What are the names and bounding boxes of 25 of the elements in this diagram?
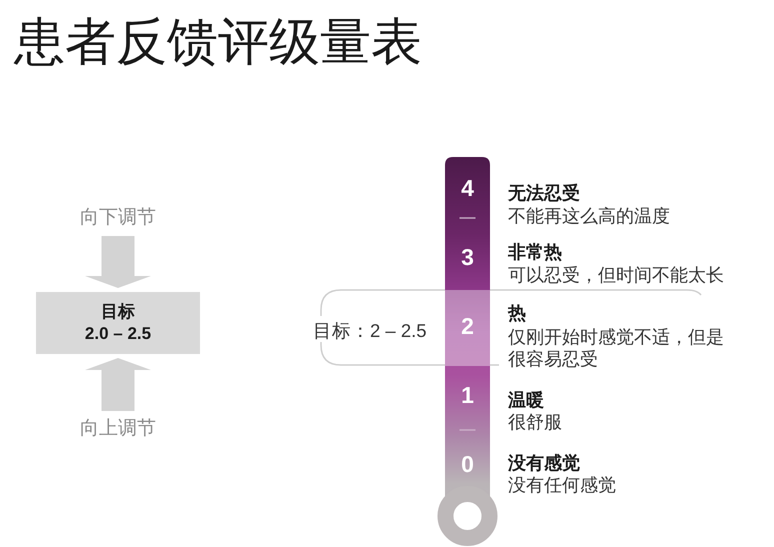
level-description: 可以忍受，但时间不能太长 — [508, 264, 725, 286]
target-box — [36, 292, 200, 354]
scale-number: 1 — [461, 382, 474, 408]
scale-number: 4 — [461, 175, 474, 201]
title: 患者反馈评级量表 — [14, 12, 422, 72]
direction-label: 向上调节 — [80, 417, 156, 441]
level-description: 仅刚开始时感觉不适，但是很容易忍受 — [508, 326, 725, 370]
box-text: 2.0 – 2.5 — [84, 323, 152, 345]
level-heading: 无法忍受 — [508, 182, 581, 204]
level-description: 很舒服 — [508, 411, 563, 433]
level-heading: 温暖 — [508, 389, 545, 411]
scale-number: 0 — [461, 451, 474, 477]
arrow — [85, 358, 151, 411]
level-description: 不能再这么高的温度 — [508, 205, 671, 227]
level-heading: 没有感觉 — [508, 452, 581, 474]
box-heading: 目标 — [101, 301, 135, 323]
thermometer — [436, 157, 499, 546]
direction-label: 向下调节 — [80, 206, 156, 230]
scale-number: 3 — [461, 244, 474, 270]
target-range-label: 目标：2 – 2.5 — [313, 319, 427, 343]
level-heading: 非常热 — [508, 241, 563, 263]
level-heading: 热 — [508, 302, 527, 324]
scale-number: 2 — [461, 313, 474, 339]
level-description: 没有任何感觉 — [508, 474, 617, 496]
arrow — [85, 236, 151, 288]
